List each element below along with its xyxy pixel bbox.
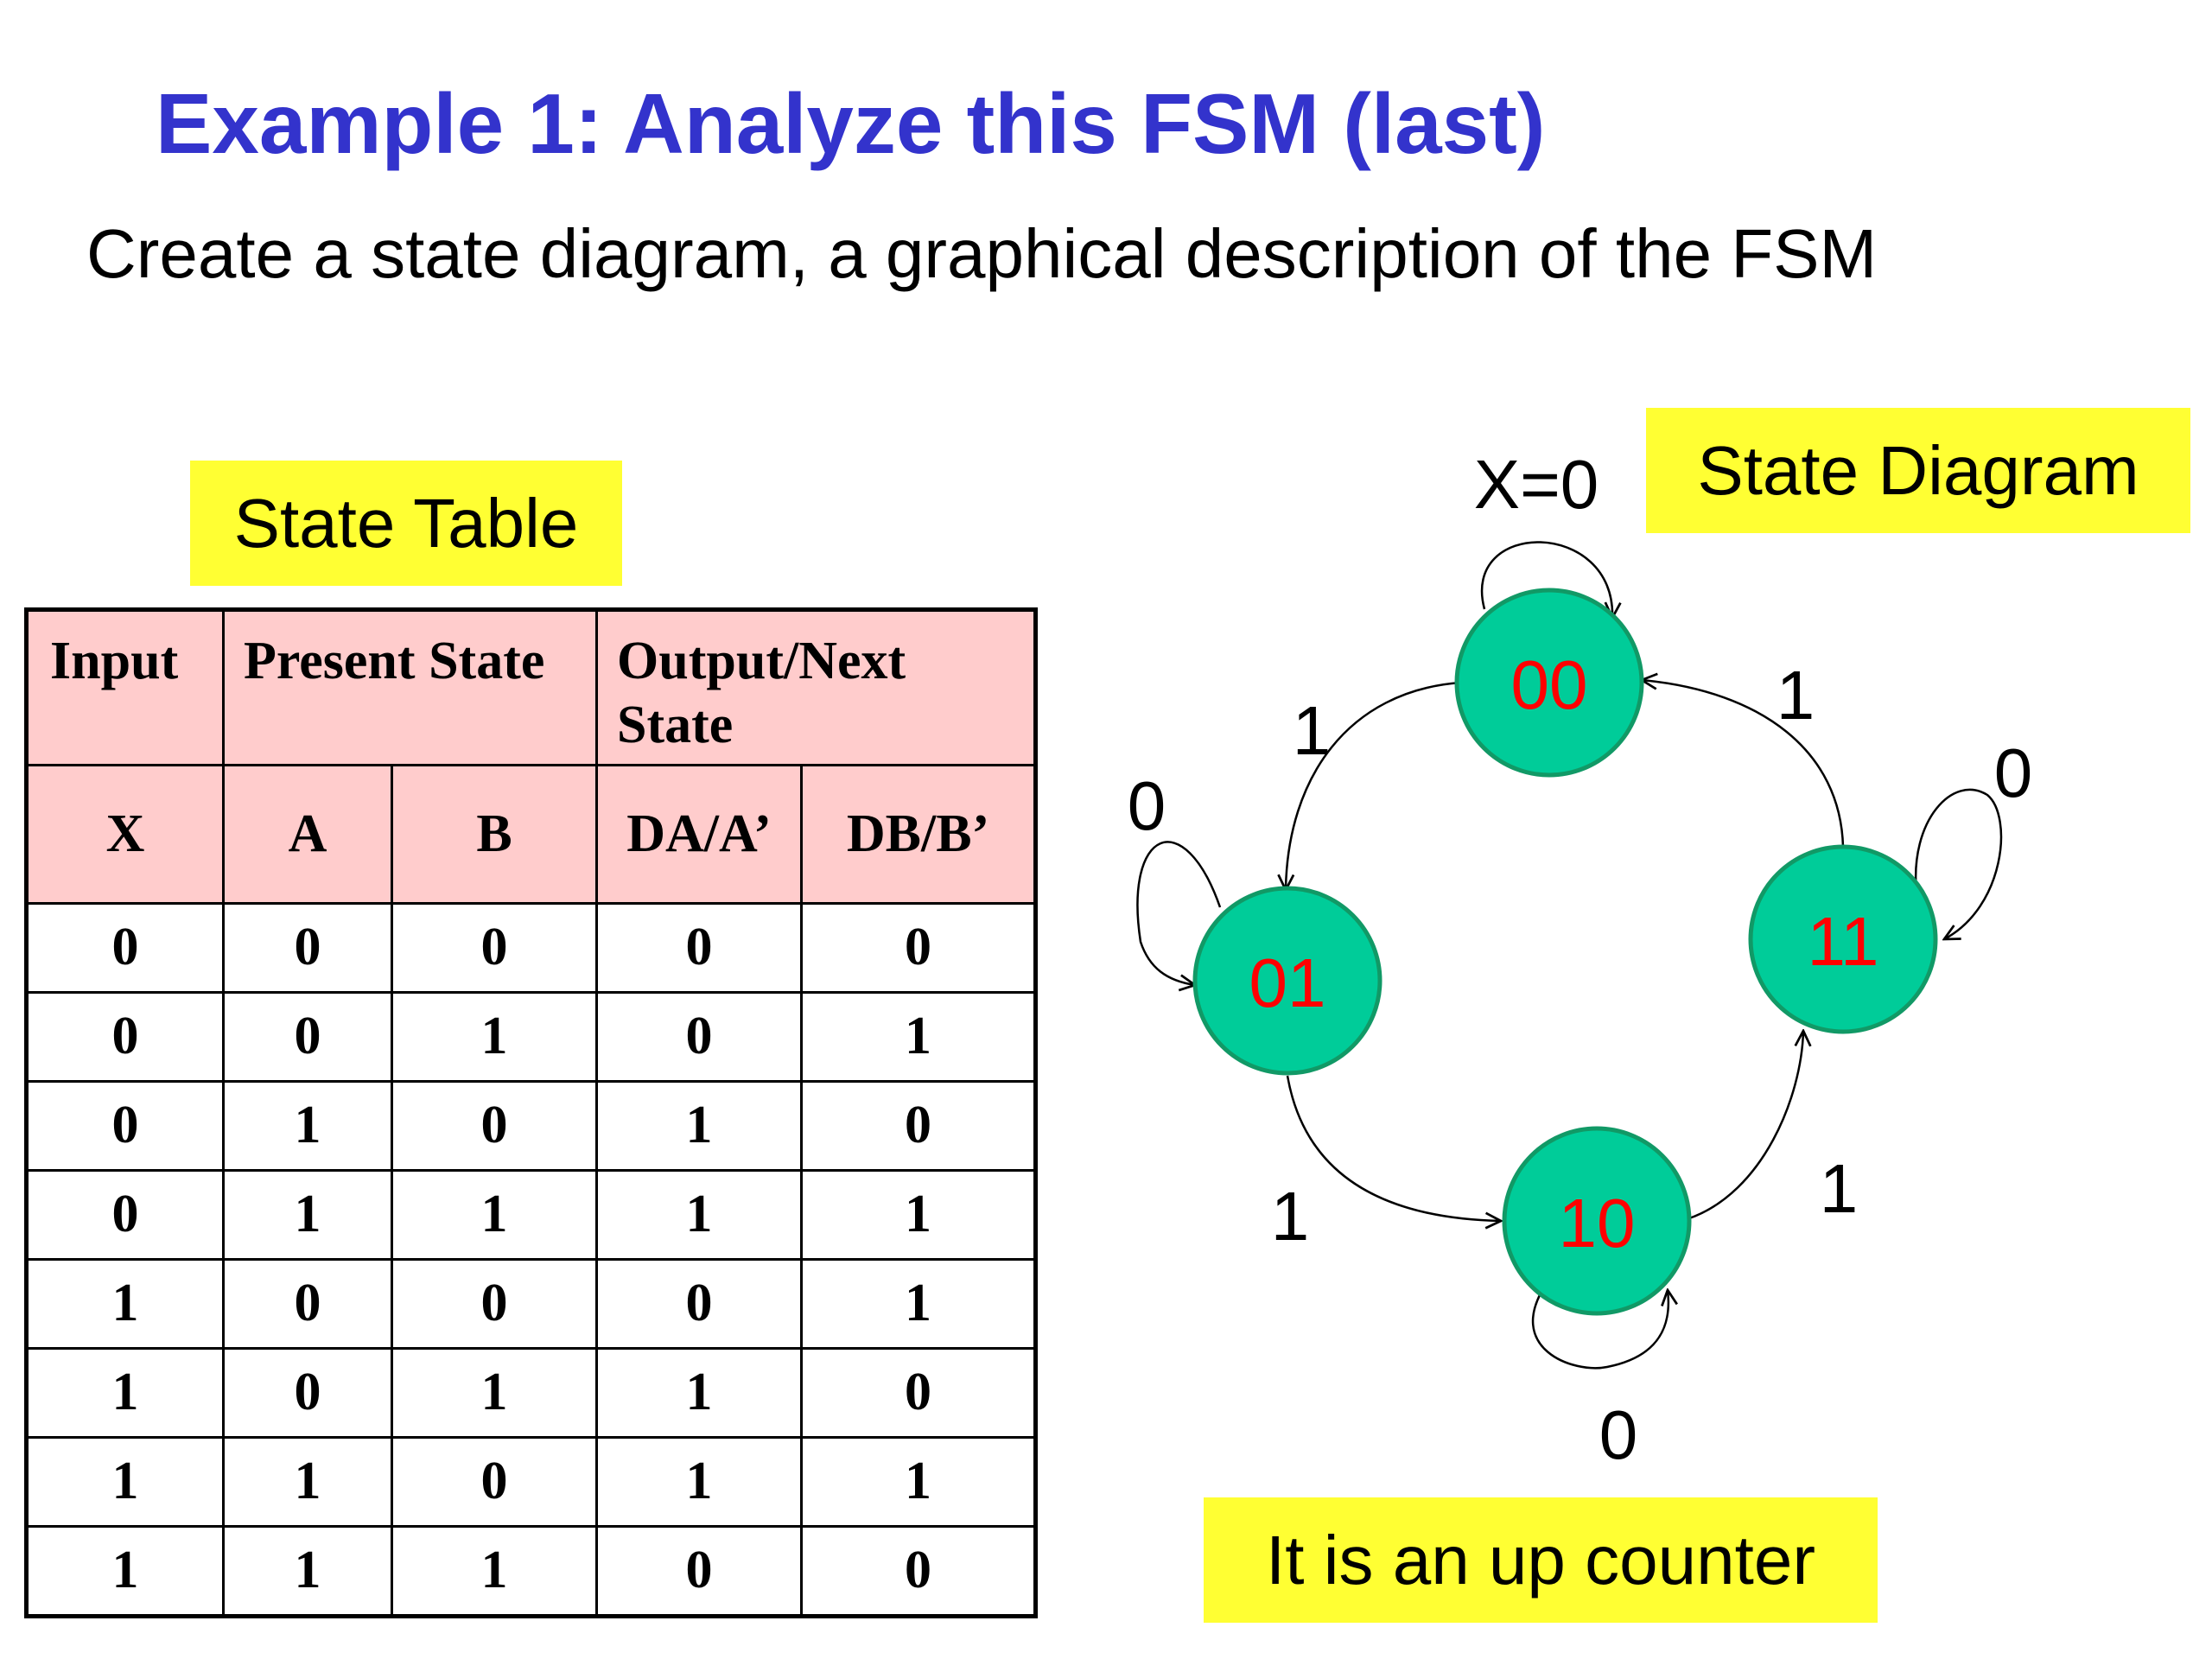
loop-label-00: X=0 — [1474, 446, 1599, 523]
self-loop-10 — [1531, 1282, 1669, 1370]
table-cell: 1 — [595, 1168, 804, 1261]
loop-label-01: 0 — [1128, 767, 1166, 844]
table-cell: 1 — [800, 1435, 1038, 1528]
table-cell: 0 — [800, 1346, 1038, 1439]
loop-label-10: 0 — [1599, 1396, 1638, 1473]
state-table: Input Present State Output/Next State X … — [24, 607, 1039, 1618]
table-cell: 1 — [595, 1435, 804, 1528]
table-cell: 0 — [595, 902, 804, 994]
column-header: A — [222, 764, 393, 905]
table-cell: 0 — [25, 902, 225, 994]
table-cell: 0 — [222, 990, 393, 1083]
table-cell: 0 — [800, 902, 1038, 994]
table-cell: 1 — [222, 1524, 393, 1618]
state-node-10: 10 — [1502, 1126, 1692, 1316]
slide-subtitle: Create a state diagram, a graphical desc… — [86, 215, 1878, 292]
table-cell: 0 — [595, 1257, 804, 1350]
column-header: B — [390, 764, 599, 905]
edge-label-01-10: 1 — [1271, 1178, 1310, 1255]
self-loop-00 — [1481, 541, 1612, 618]
slide-title: Example 1: Analyze this FSM (last) — [156, 76, 1546, 171]
table-cell: 0 — [390, 902, 599, 994]
header-input: Input — [25, 608, 225, 766]
table-cell: 0 — [390, 1257, 599, 1350]
table-cell: 1 — [800, 1168, 1038, 1261]
table-cell: 0 — [222, 1346, 393, 1439]
column-header: DA/A’ — [595, 764, 804, 905]
header-output-next-state: Output/Next State — [595, 608, 1038, 766]
column-header: X — [25, 764, 225, 905]
state-node-00: 00 — [1454, 588, 1644, 778]
state-label: 10 — [1559, 1185, 1636, 1262]
loop-label-11: 0 — [1994, 734, 2033, 811]
table-cell: 0 — [595, 990, 804, 1083]
table-cell: 0 — [25, 1168, 225, 1261]
edge-label-00-01: 1 — [1293, 692, 1332, 769]
state-node-01: 01 — [1192, 886, 1382, 1076]
table-cell: 0 — [25, 1079, 225, 1172]
table-cell: 0 — [222, 902, 393, 994]
table-cell: 1 — [390, 1524, 599, 1618]
table-cell: 1 — [390, 1346, 599, 1439]
table-cell: 0 — [800, 1079, 1038, 1172]
state-table-label: State Table — [190, 461, 622, 586]
table-header-columns: X A B DA/A’ DB/B’ — [25, 764, 1038, 905]
table-header-groups: Input Present State Output/Next State — [25, 608, 1038, 766]
table-cell: 1 — [390, 1168, 599, 1261]
edge-00-01 — [1286, 681, 1461, 890]
table-cell: 0 — [800, 1524, 1038, 1618]
edge-01-10 — [1286, 1075, 1501, 1221]
table-cell: 0 — [390, 1079, 599, 1172]
edge-10-11 — [1688, 1031, 1803, 1220]
edge-label-10-11: 1 — [1820, 1150, 1859, 1227]
table-cell: 1 — [25, 1435, 225, 1528]
table-cell: 1 — [800, 990, 1038, 1083]
table-cell: 1 — [25, 1257, 225, 1350]
edge-11-00 — [1642, 680, 1845, 848]
column-header: DB/B’ — [800, 764, 1038, 905]
table-cell: 0 — [595, 1524, 804, 1618]
edge-label-11-00: 1 — [1777, 657, 1815, 734]
state-diagram-label: State Diagram — [1646, 408, 2190, 533]
state-label: 11 — [1807, 903, 1878, 980]
self-loop-01 — [1136, 841, 1222, 985]
header-present-state: Present State — [221, 608, 599, 766]
state-label: 01 — [1249, 944, 1326, 1021]
table-cell: 1 — [595, 1079, 804, 1172]
state-label: 00 — [1511, 646, 1588, 723]
table-cell: 0 — [390, 1435, 599, 1528]
table-cell: 0 — [222, 1257, 393, 1350]
state-node-11: 11 — [1748, 844, 1938, 1034]
table-cell: 1 — [25, 1524, 225, 1618]
conclusion-label: It is an up counter — [1204, 1497, 1878, 1623]
table-cell: 1 — [800, 1257, 1038, 1350]
table-cell: 1 — [222, 1435, 393, 1528]
table-cell: 1 — [390, 990, 599, 1083]
table-cell: 1 — [222, 1079, 393, 1172]
table-cell: 1 — [595, 1346, 804, 1439]
table-cell: 1 — [222, 1168, 393, 1261]
self-loop-11 — [1914, 788, 2003, 939]
table-cell: 1 — [25, 1346, 225, 1439]
table-cell: 0 — [25, 990, 225, 1083]
